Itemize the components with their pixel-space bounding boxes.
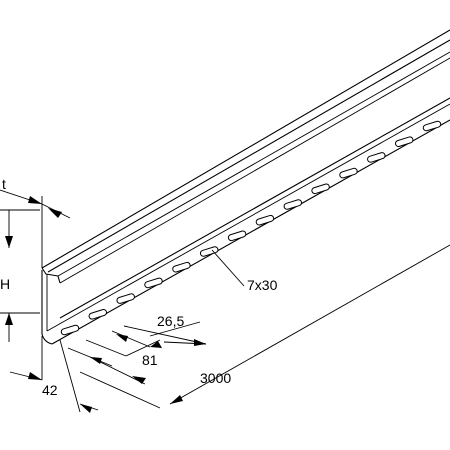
- slot: [88, 309, 108, 320]
- arrow-pitch-right: [132, 376, 146, 384]
- dim-base-width: 42: [9, 336, 99, 413]
- dim-height: H: [0, 209, 40, 342]
- base-bend: [41, 333, 53, 345]
- slot: [60, 324, 80, 336]
- arrow-spacing-right: [150, 341, 162, 348]
- slot: [283, 199, 303, 210]
- label-slot-size: 7x30: [247, 277, 278, 293]
- slot-row: [60, 120, 442, 336]
- slot: [172, 261, 191, 273]
- top-lip-lower-edge: [59, 57, 450, 284]
- top-lip-fold-line: [57, 51, 450, 277]
- dim-length: 3000: [79, 244, 450, 409]
- slot: [199, 246, 219, 257]
- slot: [116, 293, 135, 304]
- divider-profile: [41, 29, 450, 345]
- dim-slot-spacing: 26,5: [85, 313, 201, 357]
- base-flange-front-edge: [51, 119, 450, 345]
- lip-end-curve: [41, 267, 61, 284]
- top-lip-inner-edge: [47, 39, 450, 273]
- arrow-height-top: [5, 236, 13, 248]
- slot: [367, 152, 386, 163]
- arrow-thickness-left: [28, 196, 42, 204]
- label-slot-spacing: 26,5: [157, 313, 184, 329]
- label-height: H: [0, 276, 10, 292]
- dim-slot-size: 7x30: [211, 249, 278, 293]
- arrow-base-left: [28, 372, 42, 380]
- slot: [339, 167, 358, 179]
- arrow-spacing-left: [116, 334, 128, 342]
- slot: [255, 214, 275, 226]
- arrow-thickness-right: [48, 208, 62, 218]
- dim-thickness: t: [0, 176, 71, 268]
- arrow-length-left: [170, 395, 183, 404]
- dim-slot-pitch: 81: [67, 325, 207, 385]
- leader-slot-size: [211, 249, 245, 287]
- label-slot-pitch: 81: [142, 352, 158, 368]
- label-base-width: 42: [42, 382, 58, 398]
- arrow-pitch-top: [194, 339, 206, 346]
- slot: [227, 230, 247, 242]
- label-length: 3000: [200, 370, 231, 386]
- base-flange-back-edge: [59, 97, 450, 319]
- slot: [394, 136, 414, 147]
- slot: [144, 277, 163, 289]
- slot: [311, 183, 330, 195]
- base-flange-fold-line: [46, 103, 450, 332]
- arrow-base-right: [80, 404, 92, 413]
- label-thickness: t: [2, 176, 6, 192]
- arrow-height-bottom: [5, 313, 13, 325]
- arrow-pitch-left: [90, 357, 102, 364]
- top-lip-outer-edge: [41, 29, 450, 269]
